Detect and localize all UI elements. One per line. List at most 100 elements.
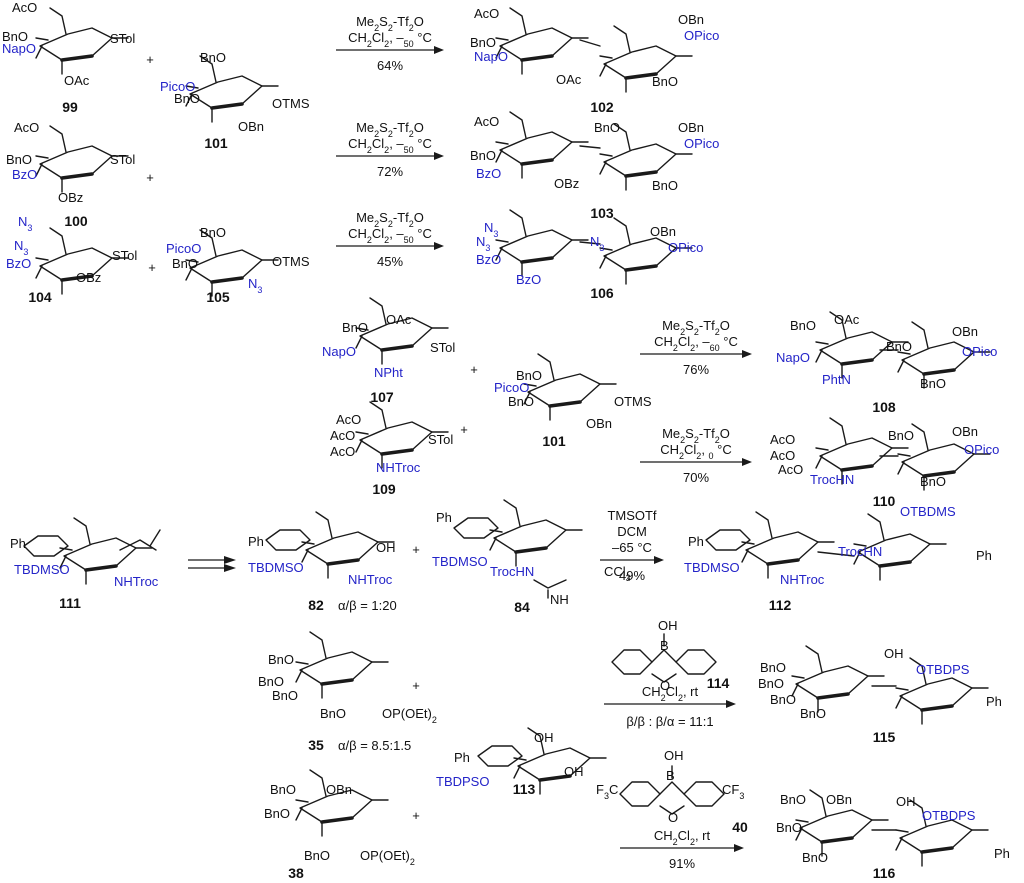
ring-front-edge bbox=[624, 264, 658, 272]
substituent-label: N3 bbox=[18, 214, 32, 233]
c6-bond bbox=[527, 727, 545, 755]
ring-front-edge bbox=[920, 846, 954, 854]
c6-bond bbox=[911, 321, 929, 349]
c6-bond bbox=[509, 111, 527, 139]
c6-bond bbox=[49, 7, 67, 35]
substituent-label: STol bbox=[110, 152, 135, 167]
arrowhead bbox=[742, 458, 752, 466]
compound-number: 115 bbox=[873, 729, 896, 745]
substituent-label: NapO bbox=[2, 41, 36, 56]
plus-sign: + bbox=[412, 678, 420, 693]
substituent-label: OH bbox=[376, 540, 396, 555]
c4-bond bbox=[35, 257, 49, 261]
c4-bond bbox=[495, 141, 509, 145]
substituent-label: OBz bbox=[554, 176, 579, 191]
compound-number: 111 bbox=[59, 595, 81, 611]
reaction-condition: CH2Cl2, rt bbox=[642, 684, 699, 703]
substituent-label: STol bbox=[430, 340, 455, 355]
reaction-condition: CH2Cl2, rt bbox=[654, 828, 711, 847]
substituent-label: OBn bbox=[326, 782, 352, 797]
pyranose-ring bbox=[189, 75, 263, 109]
ring-front-edge bbox=[538, 774, 572, 782]
substituent-label: PicoO bbox=[160, 79, 195, 94]
c3-bond bbox=[35, 265, 43, 279]
substituent-label: BnO bbox=[200, 225, 226, 240]
substituent-label: OPico bbox=[684, 136, 719, 151]
substituent-label: TBDMSO bbox=[432, 554, 488, 569]
compound-number: 84 bbox=[514, 599, 530, 615]
ring-front-edge bbox=[520, 54, 554, 62]
substituent-label: PicoO bbox=[494, 380, 529, 395]
c6-bond bbox=[805, 645, 823, 673]
substituent-label: BnO bbox=[802, 850, 828, 865]
substituent-label: O bbox=[660, 678, 670, 693]
dioxane-ring bbox=[23, 535, 69, 557]
substituent-label: BnO bbox=[320, 706, 346, 721]
c4-bond bbox=[59, 547, 73, 551]
substituent-label: O bbox=[668, 810, 678, 825]
reaction-condition: TMSOTf bbox=[607, 508, 656, 523]
substituent-label: OBn bbox=[952, 324, 978, 339]
plus-sign: + bbox=[146, 170, 154, 185]
pyranose-ring bbox=[305, 531, 379, 565]
c3-bond bbox=[895, 837, 903, 851]
pyranose-ring bbox=[799, 809, 873, 843]
c3-bond bbox=[853, 551, 861, 565]
substituent-label: OTBDPS bbox=[922, 808, 976, 823]
compound-number: 82 bbox=[308, 597, 324, 613]
substituent-label: OTMS bbox=[272, 96, 310, 111]
pyranose-ring bbox=[39, 27, 113, 61]
substituent-label: OPico bbox=[964, 442, 999, 457]
compound-number: 110 bbox=[873, 493, 896, 509]
c3-bond bbox=[513, 765, 521, 779]
c4-bond bbox=[495, 239, 509, 243]
substituent-label: TrocHN bbox=[490, 564, 534, 579]
substituent-label: OTBDMS bbox=[900, 504, 956, 519]
substituent-label: OBz bbox=[58, 190, 83, 205]
ring-front-edge bbox=[922, 470, 956, 478]
arrowhead bbox=[434, 242, 444, 250]
substituent-label: NapO bbox=[474, 49, 508, 64]
substituent-label: OTMS bbox=[614, 394, 652, 409]
substituent-label: BnO bbox=[258, 674, 284, 689]
compound-number: 40 bbox=[732, 819, 748, 835]
c3-bond bbox=[523, 391, 531, 405]
ring-front-edge bbox=[514, 546, 548, 554]
plus-sign: + bbox=[146, 52, 154, 67]
substituent-label: PicoO bbox=[166, 241, 201, 256]
c4-bond bbox=[295, 799, 309, 803]
substituent-label: BnO bbox=[594, 120, 620, 135]
substituent-label: OTBDPS bbox=[916, 662, 970, 677]
substituent-label: BnO bbox=[652, 74, 678, 89]
c6-bond bbox=[911, 423, 929, 451]
c3-bond bbox=[489, 537, 497, 551]
c4-bond bbox=[853, 543, 867, 547]
c4-bond bbox=[897, 453, 911, 457]
ring-front-edge bbox=[820, 836, 854, 844]
ring-front-edge bbox=[84, 564, 118, 572]
glycosidic-bond bbox=[579, 145, 601, 149]
compound-number: 112 bbox=[769, 597, 792, 613]
ring-front-edge bbox=[766, 558, 800, 566]
substituent-label: BnO bbox=[174, 91, 200, 106]
reaction-yield: 70% bbox=[683, 470, 709, 485]
c6-bond bbox=[537, 353, 555, 381]
substituent-label: Ph bbox=[454, 750, 470, 765]
substituent-label: OBn bbox=[238, 119, 264, 134]
formate-group bbox=[119, 529, 161, 551]
substituent-label: OP(OEt)2 bbox=[382, 706, 437, 725]
substituent-label: Ph bbox=[688, 534, 704, 549]
reaction-condition: CH2Cl2, –60 °C bbox=[654, 334, 738, 353]
c3-bond bbox=[815, 349, 823, 363]
glycosidic-bond bbox=[579, 241, 601, 245]
substituent-label: Ph bbox=[436, 510, 452, 525]
dioxane-ring bbox=[705, 529, 751, 551]
c3-bond bbox=[795, 827, 803, 841]
substituent-label: OTMS bbox=[272, 254, 310, 269]
substituent-label: BnO bbox=[470, 35, 496, 50]
c3-bond bbox=[495, 45, 503, 59]
central-ring bbox=[651, 649, 677, 683]
c4-bond bbox=[35, 155, 49, 159]
c4-bond bbox=[523, 383, 537, 387]
reaction-condition: CH2Cl2, –50 °C bbox=[348, 30, 432, 49]
